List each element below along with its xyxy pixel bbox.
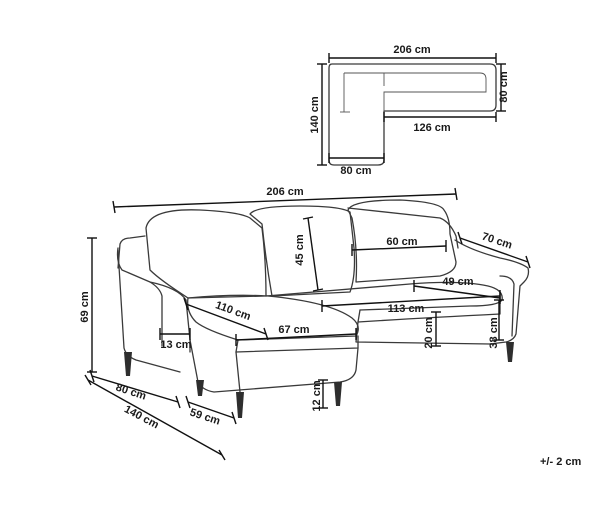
seat-thickness-label: 20 cm [423,317,435,348]
arm-depth-label: 70 cm [480,231,514,252]
chaise-length-line [185,303,267,335]
top-view-diagram: 206 cm 80 cm 140 cm 126 cm 80 cm [309,44,510,177]
top-depth-main-label: 80 cm [498,71,510,102]
back-cushion-middle [249,205,356,297]
depth-main-label: 80 cm [114,382,148,403]
overall-width-line [113,193,457,208]
seat-depth-back-label: 60 cm [386,236,417,248]
seat-height-label: 38 cm [488,317,500,348]
overall-height-label: 69 cm [79,291,91,322]
seat-depth-main-line [413,285,501,299]
seat-width-main-line [321,295,501,307]
chaise-seat-width-line [235,333,357,341]
sofa-right-arm [454,239,530,345]
top-chaise-width-label: 80 cm [340,165,371,177]
sofa-left-arm [116,247,191,353]
depth-chaise-label: 140 cm [122,403,161,431]
top-view-back-cushion [344,72,487,111]
arm-depth-line [459,237,529,263]
tolerance-note: +/- 2 cm [540,456,581,468]
chaise-width-line [187,401,235,419]
leg-chaise-left [196,380,204,396]
chaise-length-label: 110 cm [214,299,253,323]
backrest-height-line [307,217,319,291]
leg-chaise-right [334,382,342,406]
top-seat-length-label: 126 cm [413,122,451,134]
leg-left-front [124,352,132,376]
back-cushion-left [145,209,267,299]
arm-width-label: 13 cm [160,339,191,351]
leg-right-front [506,342,514,362]
chaise-width-label: 59 cm [188,407,222,428]
backrest-height-label: 45 cm [294,234,306,265]
seat-width-main-label: 113 cm [388,303,425,315]
seat-depth-back-line [351,245,447,251]
dimension-lines: 206 cm 69 cm 80 cm 140 cm 59 cm 12 cm 38… [79,186,531,461]
depth-chaise-line [87,379,223,456]
leg-height-label: 12 cm [311,380,323,411]
back-cushion-right [347,199,457,283]
top-view-outline [328,63,497,166]
overall-width-label: 206 cm [266,186,304,198]
depth-main-line [91,375,179,403]
chaise-base [189,339,359,393]
top-width-label: 206 cm [393,44,431,56]
leg-chaise-front [236,392,244,418]
sofa-perspective-drawing [116,199,530,418]
seat-depth-main-label: 49 cm [442,276,473,288]
top-depth-chaise-label: 140 cm [309,96,321,134]
main-seat-cushion [265,281,503,311]
chaise-seat-width-label: 67 cm [278,324,309,336]
chaise-seat-cushion [187,294,359,341]
